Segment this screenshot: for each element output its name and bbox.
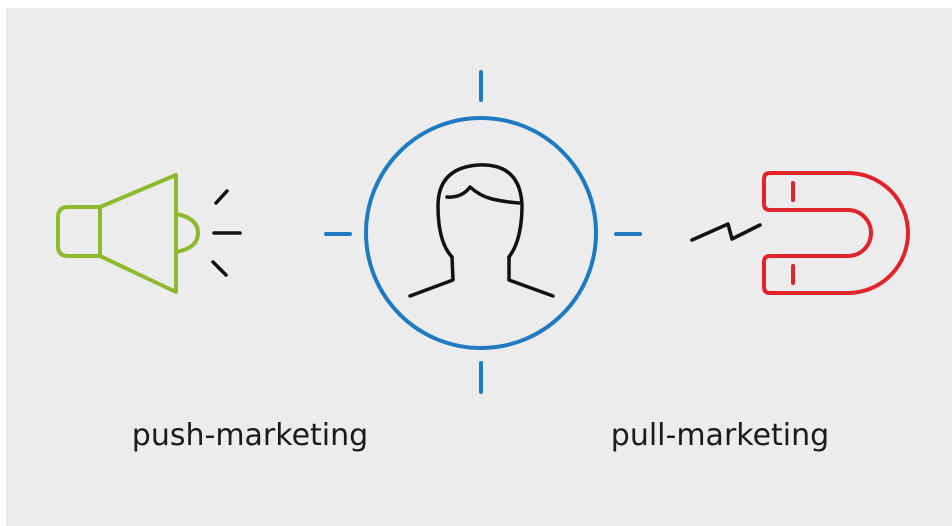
target-crosshair-icon [324, 70, 642, 394]
push-marketing-label: push-marketing [131, 418, 369, 453]
lightning-icon [690, 222, 762, 242]
pull-marketing-label: pull-marketing [610, 418, 830, 453]
magnet-icon [762, 171, 910, 295]
person-icon [408, 163, 555, 298]
megaphone-icon [56, 173, 200, 294]
sound-waves-icon [211, 189, 242, 277]
